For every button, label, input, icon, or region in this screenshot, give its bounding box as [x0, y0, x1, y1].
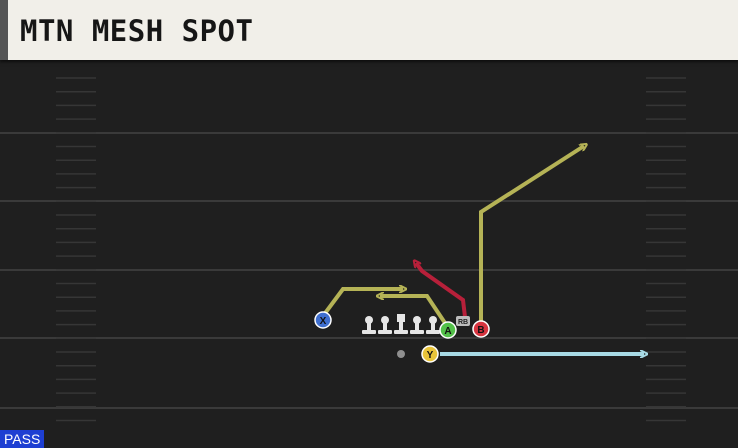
player-b[interactable]: B [472, 320, 490, 338]
player-y[interactable]: Y [421, 345, 439, 363]
routes [321, 146, 644, 354]
route-a [380, 296, 449, 328]
title-accent [0, 0, 8, 60]
player-y-label: Y [427, 350, 434, 361]
lineman-icon [410, 316, 424, 334]
center-icon [394, 314, 408, 334]
hash-marks [56, 77, 686, 422]
lineman-icon [378, 316, 392, 334]
title-bar: MTN MESH SPOT [0, 0, 738, 60]
route-x [321, 289, 403, 318]
quarterback-marker [397, 350, 405, 358]
player-x-label: X [320, 316, 327, 327]
offensive-line [362, 314, 440, 334]
player-x[interactable]: X [314, 311, 332, 329]
rb-label: RB [458, 319, 468, 326]
play-type-badge: PASS [0, 430, 45, 448]
yard-lines [0, 132, 738, 409]
player-a-label: A [444, 326, 451, 337]
play-title: MTN MESH SPOT [20, 14, 254, 48]
play-field: RB X A B Y [0, 77, 738, 422]
lineman-icon [362, 316, 376, 334]
route-rb [416, 263, 467, 318]
rb-tag: RB [456, 316, 470, 326]
player-a[interactable]: A [439, 321, 457, 339]
route-b [479, 146, 584, 325]
lineman-icon [426, 316, 440, 334]
player-b-label: B [477, 325, 484, 336]
